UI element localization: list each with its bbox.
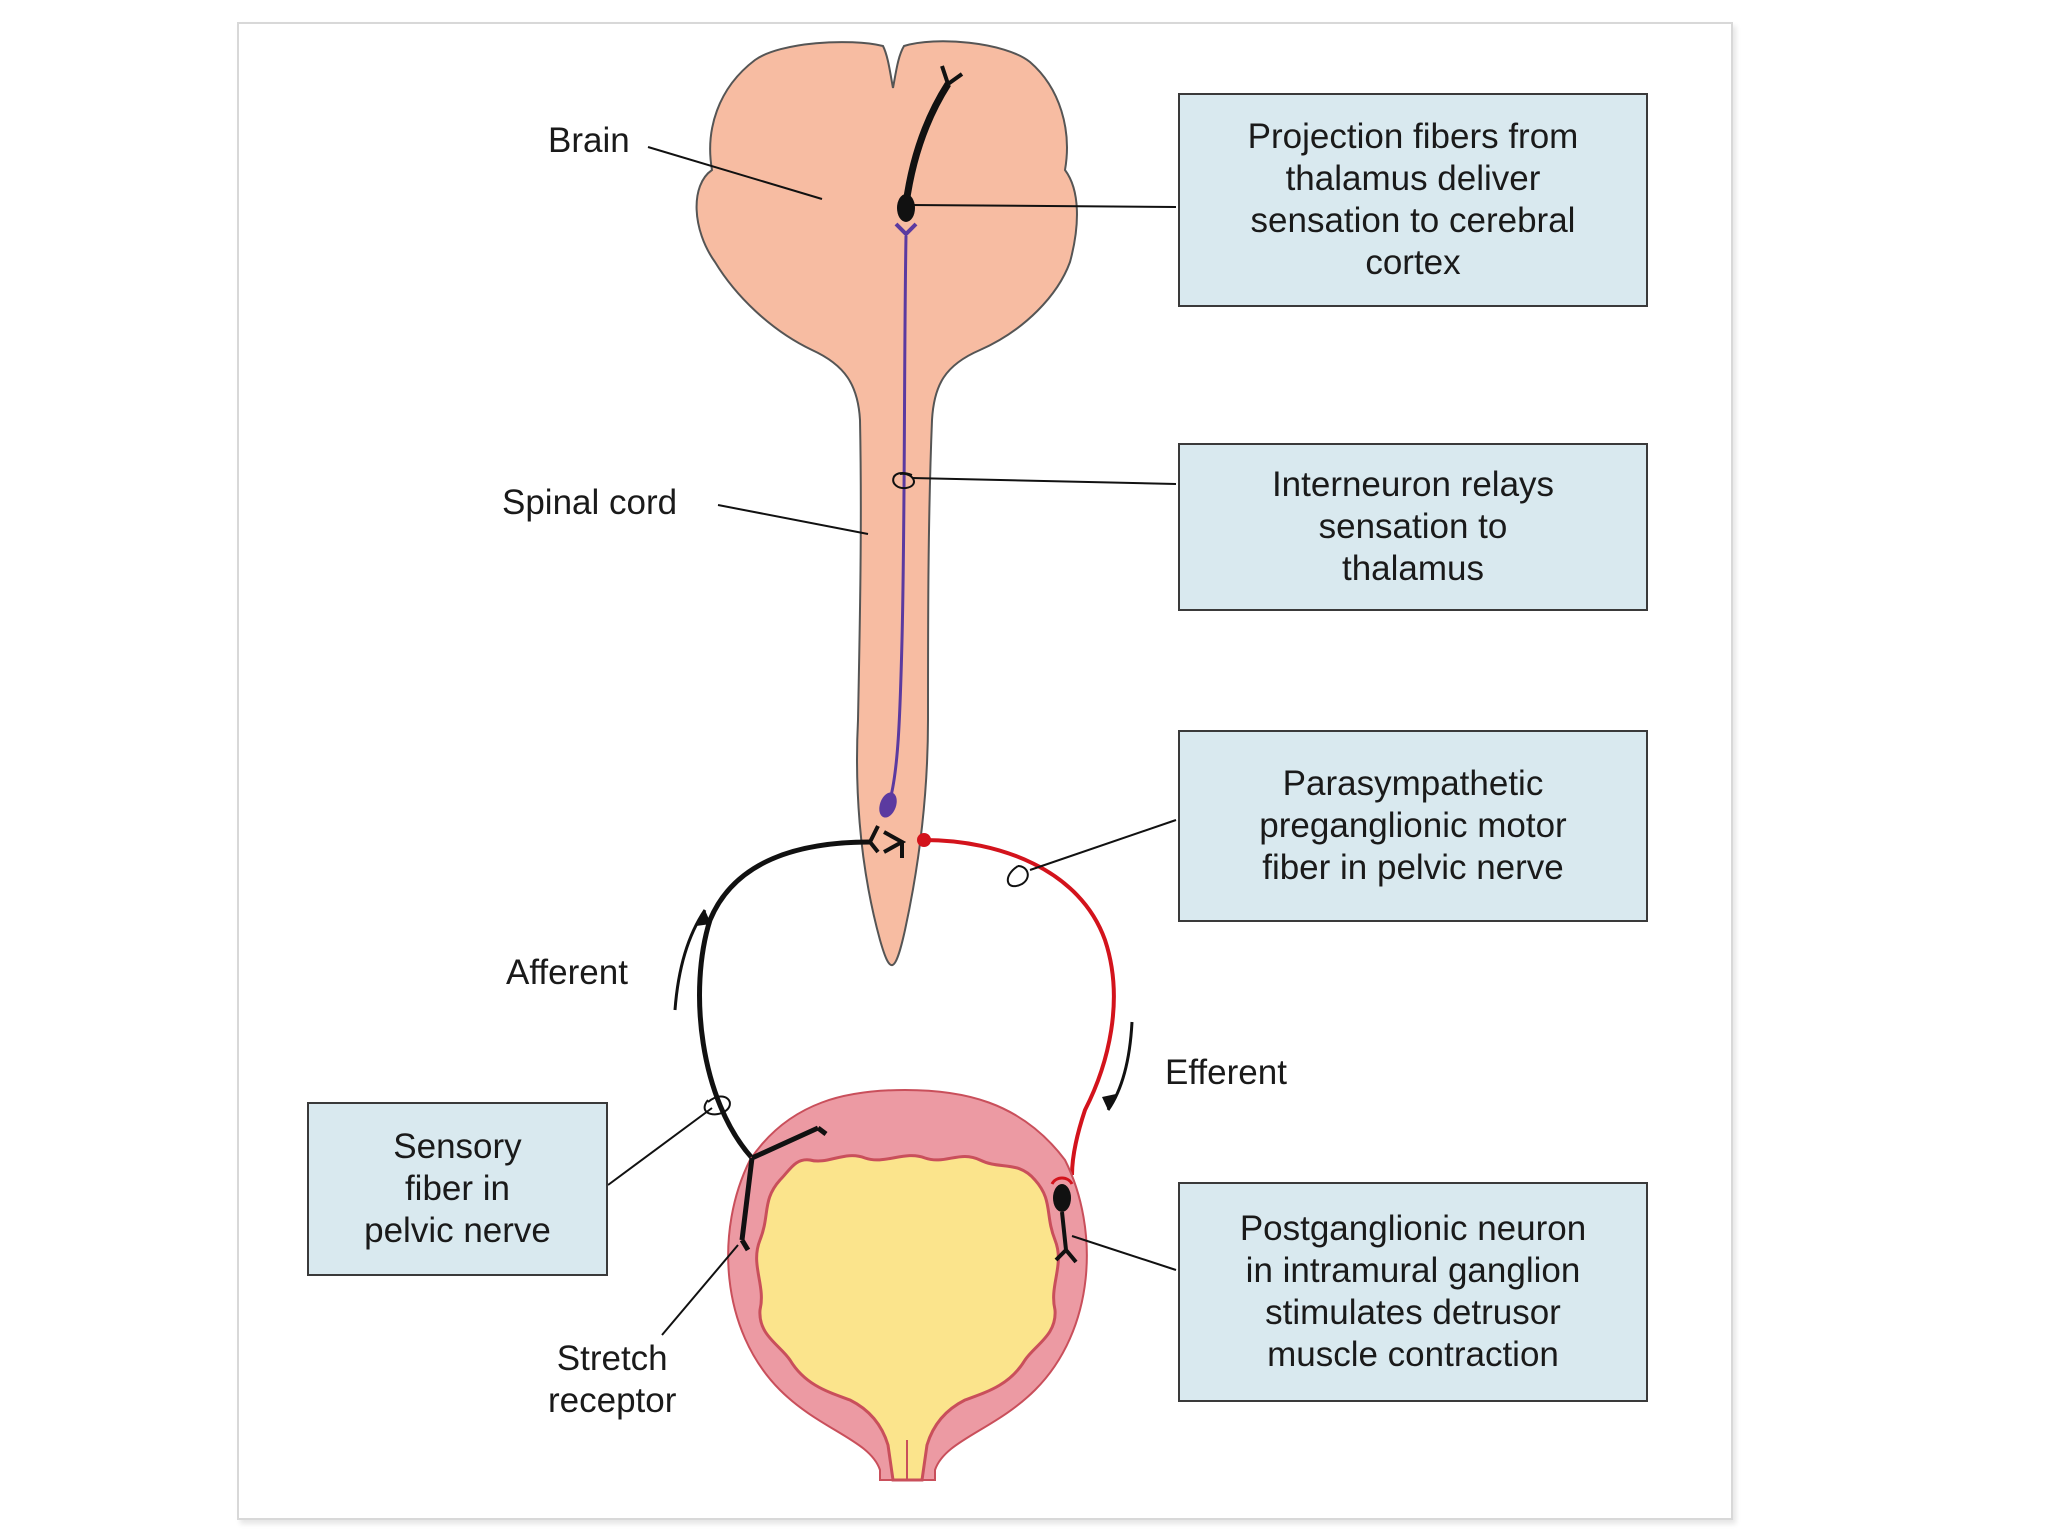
efferent-label: Efferent [1165, 1053, 1287, 1092]
spinal-cord-label: Spinal cord [502, 483, 678, 522]
interneuron-text: Interneuron relays sensation to thalamus [1271, 465, 1555, 588]
projection-fiber-ending [940, 65, 964, 86]
leader-brain [647, 146, 823, 200]
leader-spinal-cord [717, 504, 869, 535]
stretch-receptor-fibers [739, 1125, 828, 1252]
efferent-arrow [1106, 1021, 1134, 1111]
efferent-marker [1007, 865, 1029, 887]
afferent-synapse [868, 825, 907, 858]
projection-neuron-body [897, 194, 915, 222]
leader-stretch [661, 1244, 739, 1336]
afferent-arrow [673, 909, 707, 1011]
bladder-lumen [755, 1154, 1060, 1482]
projection-fibers-box: Projection fibers from thalamus deliver … [1178, 93, 1648, 307]
parasympathetic-box: Parasympathetic preganglionic motor fibe… [1178, 730, 1648, 922]
postganglionic-neuron-body [1053, 1184, 1071, 1212]
postganglionic-fiber [1054, 1211, 1078, 1264]
efferent-arrowhead [1102, 1094, 1116, 1110]
afferent-fiber [697, 839, 871, 1160]
interneuron-axon [888, 235, 908, 801]
interneuron-marker [892, 472, 915, 490]
brain-synapse-cup [894, 222, 918, 237]
afferent-label: Afferent [506, 953, 628, 992]
parasympathetic-text: Parasympathetic preganglionic motor fibe… [1259, 764, 1567, 887]
sensory-fiber-text: Sensory fiber in pelvic nerve [364, 1127, 551, 1250]
leader-projection [909, 204, 1177, 208]
stretch-receptor-label: Stretch receptor [548, 1339, 677, 1420]
afferent-marker [703, 1095, 731, 1116]
postganglionic-text: Postganglionic neuron in intramural gang… [1239, 1209, 1587, 1374]
projection-fiber [902, 82, 951, 205]
leader-interneuron [911, 477, 1177, 485]
sensory-fiber-box: Sensory fiber in pelvic nerve [307, 1102, 608, 1276]
brain-label: Brain [548, 121, 630, 160]
ganglion-synapse-cup [1050, 1176, 1074, 1185]
brain-spinal-cord-shape [695, 40, 1078, 966]
interneuron-body [879, 792, 897, 818]
leader-parasympathetic [1029, 819, 1177, 871]
projection-fibers-text: Projection fibers from thalamus deliver … [1247, 117, 1579, 282]
leader-sensory [607, 1107, 713, 1186]
efferent-fiber [923, 838, 1116, 1176]
postganglionic-box: Postganglionic neuron in intramural gang… [1178, 1182, 1648, 1402]
interneuron-box: Interneuron relays sensation to thalamus [1178, 443, 1648, 611]
leader-postganglionic [1071, 1235, 1177, 1271]
afferent-arrowhead [696, 910, 711, 926]
